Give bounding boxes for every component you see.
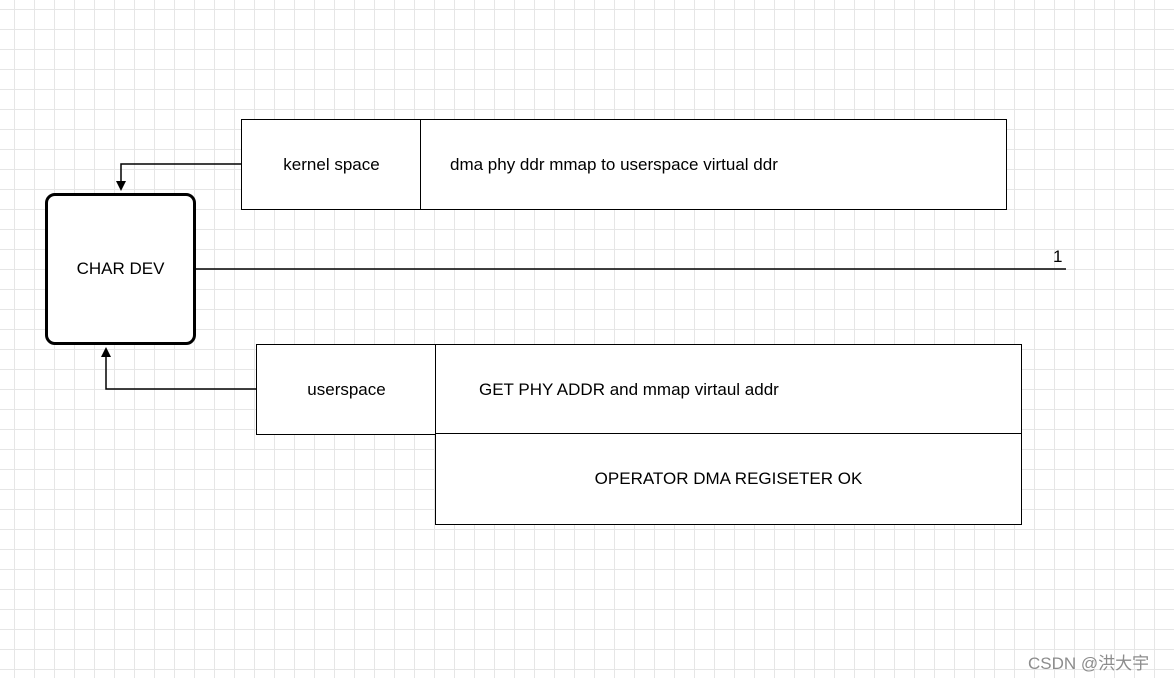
kernel-space-label: kernel space <box>283 154 380 174</box>
userspace-description-node[interactable]: GET PHY ADDR and mmap virtaul addr <box>435 344 1022 435</box>
kernel-space-description: dma phy ddr mmap to userspace virtual dd… <box>450 154 778 174</box>
kernel-to-chardev-connector <box>116 163 241 191</box>
char-dev-node[interactable]: CHAR DEV <box>45 193 196 345</box>
userspace-node[interactable]: userspace <box>256 344 437 435</box>
userspace-operation: OPERATOR DMA REGISETER OK <box>594 469 863 488</box>
userspace-description: GET PHY ADDR and mmap virtaul addr <box>479 379 779 399</box>
kernel-space-node[interactable]: kernel space <box>241 119 422 210</box>
char-dev-label: CHAR DEV <box>76 259 165 278</box>
userspace-label: userspace <box>307 379 386 399</box>
watermark: CSDN @洪大宇 <box>1028 654 1150 673</box>
userspace-operation-node[interactable]: OPERATOR DMA REGISETER OK <box>435 433 1022 525</box>
line-label: 1 <box>1053 247 1063 266</box>
userspace-to-chardev-connector <box>101 347 256 390</box>
kernel-space-description-node[interactable]: dma phy ddr mmap to userspace virtual dd… <box>420 119 1007 210</box>
